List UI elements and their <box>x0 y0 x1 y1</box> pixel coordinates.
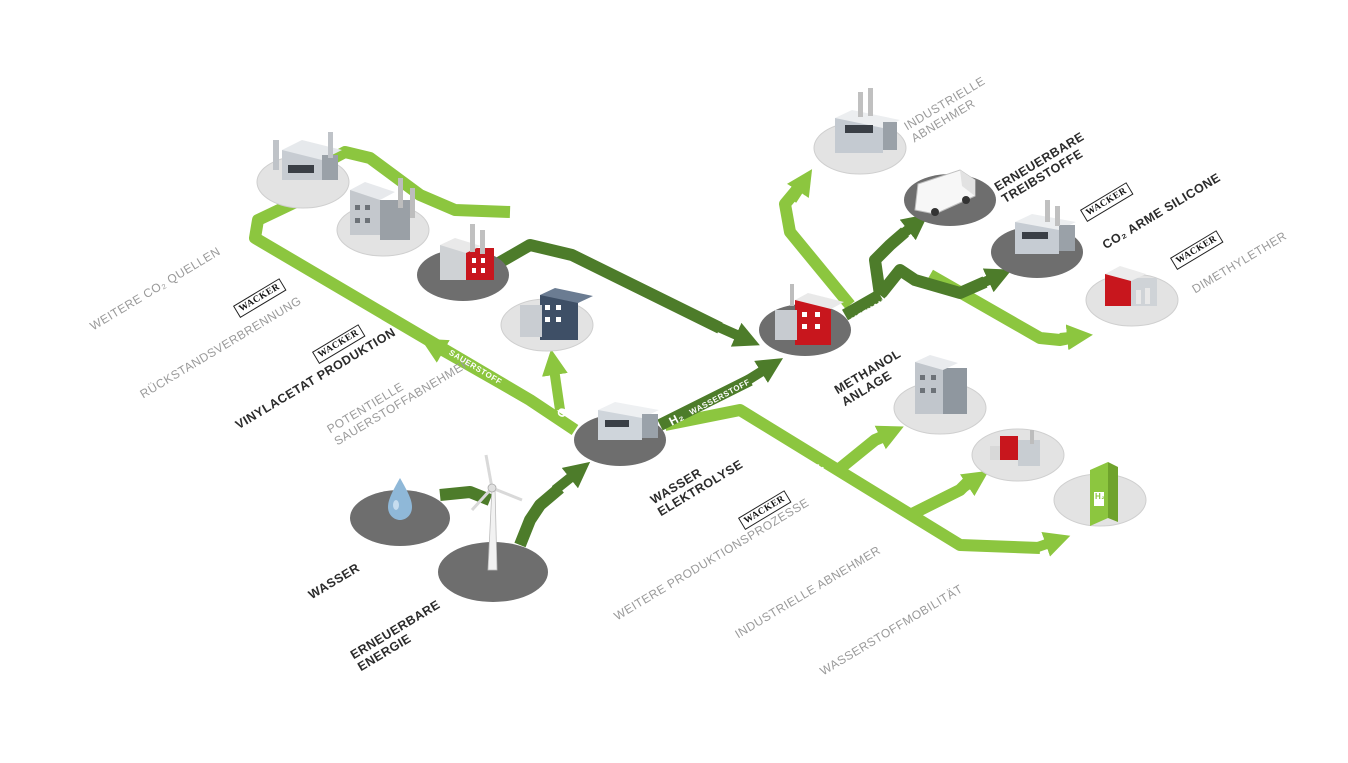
platforms <box>256 121 1179 602</box>
methanol-to-silicone-flow <box>875 264 988 299</box>
building-methanol-icon <box>775 284 844 345</box>
building-weitere-co2-icon <box>273 132 342 180</box>
building-elektrolyse-icon <box>598 402 659 440</box>
industrial-top-arrowhead <box>787 169 813 203</box>
o2-up-arrow <box>542 349 568 411</box>
co2-arrowhead <box>709 319 760 347</box>
methanol-to-fuels-flow <box>869 227 909 296</box>
oxygen-loop-flow <box>249 194 579 435</box>
dimethylether-arrowhead <box>1059 324 1093 351</box>
methanol-out-flow <box>842 289 883 321</box>
building-industrial-bottom-icon <box>990 430 1040 466</box>
h2-to-methanol-plant-flow <box>834 431 885 475</box>
hydrogen-station-icon <box>1090 462 1118 526</box>
building-dimethylether-icon <box>1105 266 1157 306</box>
energy-to-electrolysis-flow <box>514 483 564 548</box>
water-drop-icon <box>388 478 412 520</box>
hydrogen-arrowhead <box>737 358 784 390</box>
building-industrial-top-icon <box>835 88 900 153</box>
building-rueckstand-icon <box>350 178 415 240</box>
co2-sources-top-flow <box>327 146 511 218</box>
h2-station-sign: H₂ <box>1095 492 1106 501</box>
building-vinylacetat-icon <box>440 224 494 280</box>
building-sauerstoffabnehmer-icon <box>520 288 593 340</box>
hydrogen-main-flow <box>663 404 1041 554</box>
wind-turbine-icon <box>470 454 523 571</box>
silicone-arrowhead <box>975 268 1012 293</box>
building-methanol-anlage-icon <box>915 355 967 414</box>
h2-methanol-arrowhead <box>872 425 904 450</box>
building-silicone-icon <box>1015 200 1076 254</box>
oxygen-arrow <box>420 338 528 403</box>
fuels-arrowhead <box>896 214 929 241</box>
electrolysis-arrowhead <box>551 461 591 494</box>
h2-industrial-arrowhead <box>957 470 989 497</box>
van-icon <box>914 169 976 216</box>
h2-mobility-arrowhead <box>1033 531 1071 557</box>
co2-main-flow <box>487 239 723 334</box>
hydrogen-to-methanol-flow <box>657 374 753 431</box>
platform-energie <box>438 542 548 602</box>
methanol-to-industrial-flow <box>779 182 855 309</box>
